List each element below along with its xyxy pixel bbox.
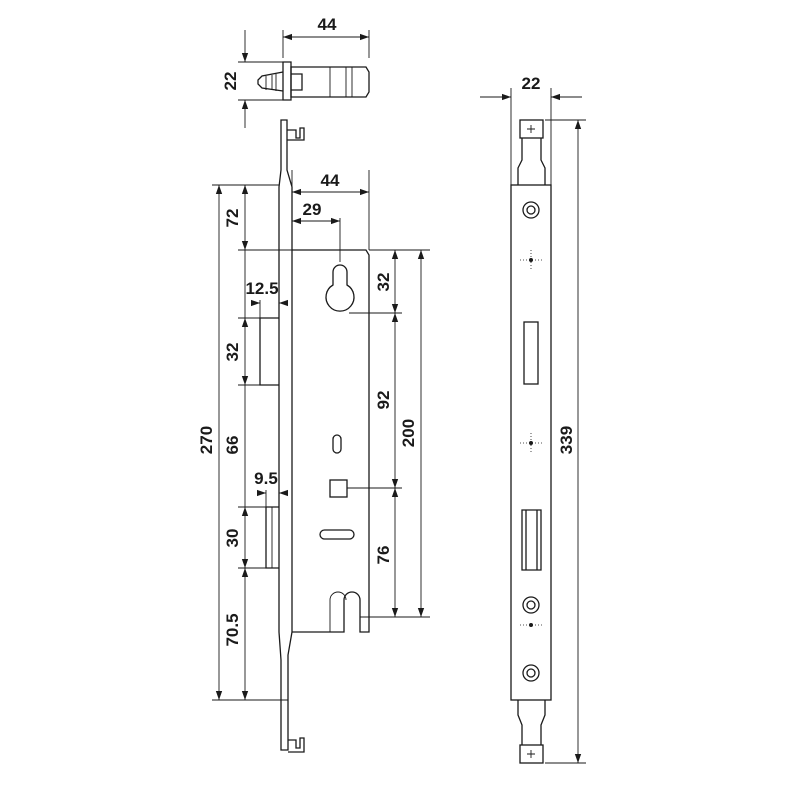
dim-bolt-offset: 12.5 — [245, 279, 288, 318]
spindle-square — [329, 479, 348, 498]
dim-top-width-label: 44 — [318, 15, 337, 34]
dim-chain-left: 72 32 66 30 70.5 — [223, 185, 249, 700]
dim-mid-gap-label: 66 — [223, 436, 242, 455]
dim-body-height: 270 — [197, 185, 223, 700]
deadbolt — [259, 317, 279, 386]
faceplate — [278, 119, 293, 751]
front-screw-bottom — [522, 664, 540, 682]
dim-keyhole-height-label: 32 — [374, 273, 393, 292]
lock-case — [292, 249, 370, 633]
dim-top-height: 22 — [221, 30, 283, 128]
top-view-bolt — [290, 66, 370, 98]
dim-latch-height-label: 30 — [223, 529, 242, 548]
lower-slot — [319, 529, 355, 540]
faceplate-bottom-tab — [288, 737, 305, 753]
dim-case-height-label: 200 — [399, 419, 418, 447]
lock-case-bottom-notch — [329, 591, 347, 632]
front-latch-slot — [521, 509, 542, 571]
front-bolt-slot — [523, 321, 539, 385]
dim-front-height: 339 — [545, 119, 586, 764]
front-screw-middle — [520, 596, 542, 627]
front-faceplate — [510, 184, 552, 701]
faceplate-top-tab — [287, 127, 305, 141]
latch-bolt — [265, 506, 279, 569]
dim-front-width-label: 22 — [522, 74, 541, 93]
dim-case-height: 200 — [399, 250, 425, 617]
dim-backset-label: 44 — [321, 171, 340, 190]
dim-upper-section-label: 72 — [223, 209, 242, 228]
front-view — [510, 119, 552, 764]
top-view — [257, 61, 370, 101]
front-screw-top — [522, 201, 540, 219]
front-marker-1 — [520, 250, 542, 270]
dim-latch-offset: 9.5 — [254, 469, 288, 507]
dim-keyhole-offset-label: 29 — [303, 200, 322, 219]
dim-keyhole-offset: 29 — [292, 200, 340, 225]
cylinder-keyhole — [325, 264, 355, 312]
front-marker-2 — [520, 433, 542, 453]
dim-latch-offset-label: 9.5 — [254, 469, 278, 488]
front-bottom-tab — [519, 744, 544, 764]
dim-backset: 44 — [292, 171, 369, 196]
dim-bolt-offset-label: 12.5 — [245, 279, 278, 298]
dim-chain-right: 32 92 76 — [374, 250, 399, 617]
dim-spindle-to-bottom-label: 76 — [374, 546, 393, 565]
dim-lower-section-label: 70.5 — [223, 613, 242, 646]
top-view-latch-detail — [265, 74, 277, 91]
dim-body-height-label: 270 — [197, 426, 216, 454]
dim-top-width: 44 — [282, 15, 370, 58]
dim-top-height-label: 22 — [221, 72, 240, 91]
dim-cylinder-to-spindle-label: 92 — [374, 391, 393, 410]
top-view-faceplate — [282, 61, 292, 101]
top-view-spring — [291, 73, 303, 91]
upper-slot — [332, 434, 342, 454]
dim-bolt-height-label: 32 — [223, 343, 242, 362]
side-view — [259, 119, 370, 753]
top-view-bolt-inner — [329, 67, 353, 97]
dim-front-width: 22 — [480, 74, 582, 185]
dim-front-height-label: 339 — [557, 426, 576, 454]
top-view-latch — [257, 71, 284, 92]
front-top-tab — [519, 119, 544, 139]
